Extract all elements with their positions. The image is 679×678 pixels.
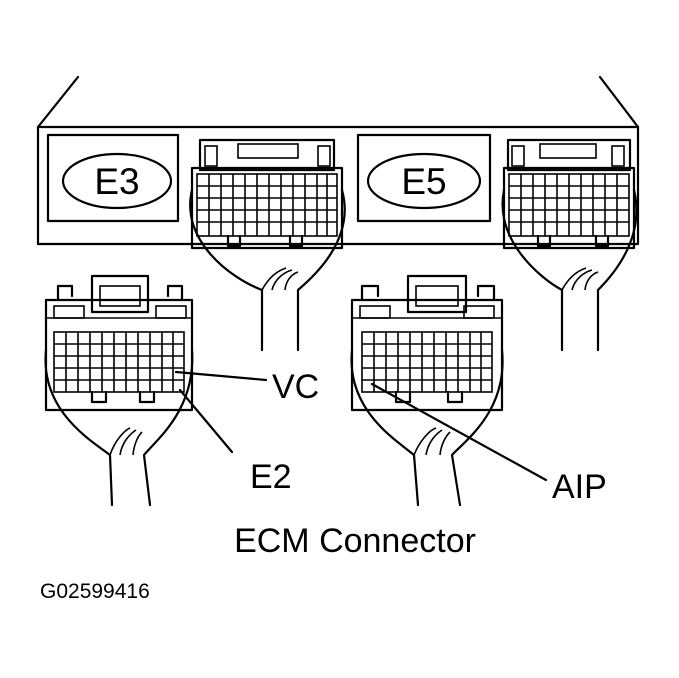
aip-label: AIP — [552, 468, 607, 506]
ecm-housing — [36, 75, 640, 246]
e3-label: E3 — [94, 161, 139, 202]
e5-label: E5 — [401, 161, 446, 202]
pin-grid — [53, 331, 185, 393]
wiring-connector-right — [350, 274, 504, 507]
ecm-connector-mounted-1 — [189, 138, 346, 352]
aip-leader-line — [370, 382, 548, 482]
pin-grid — [361, 331, 493, 393]
figure-code: G02599416 — [40, 580, 150, 603]
pin-grid — [196, 173, 338, 237]
ecm-connector-mounted-2 — [501, 138, 638, 352]
e3-panel: E3 — [46, 133, 180, 223]
vc-label: VC — [272, 368, 319, 406]
e5-panel: E5 — [356, 133, 492, 223]
wiring-connector-left — [44, 274, 194, 507]
e2-label: E2 — [250, 458, 292, 496]
caption: ECM Connector — [234, 522, 476, 560]
e2-leader-line — [178, 388, 234, 454]
vc-leader-line — [174, 370, 268, 382]
